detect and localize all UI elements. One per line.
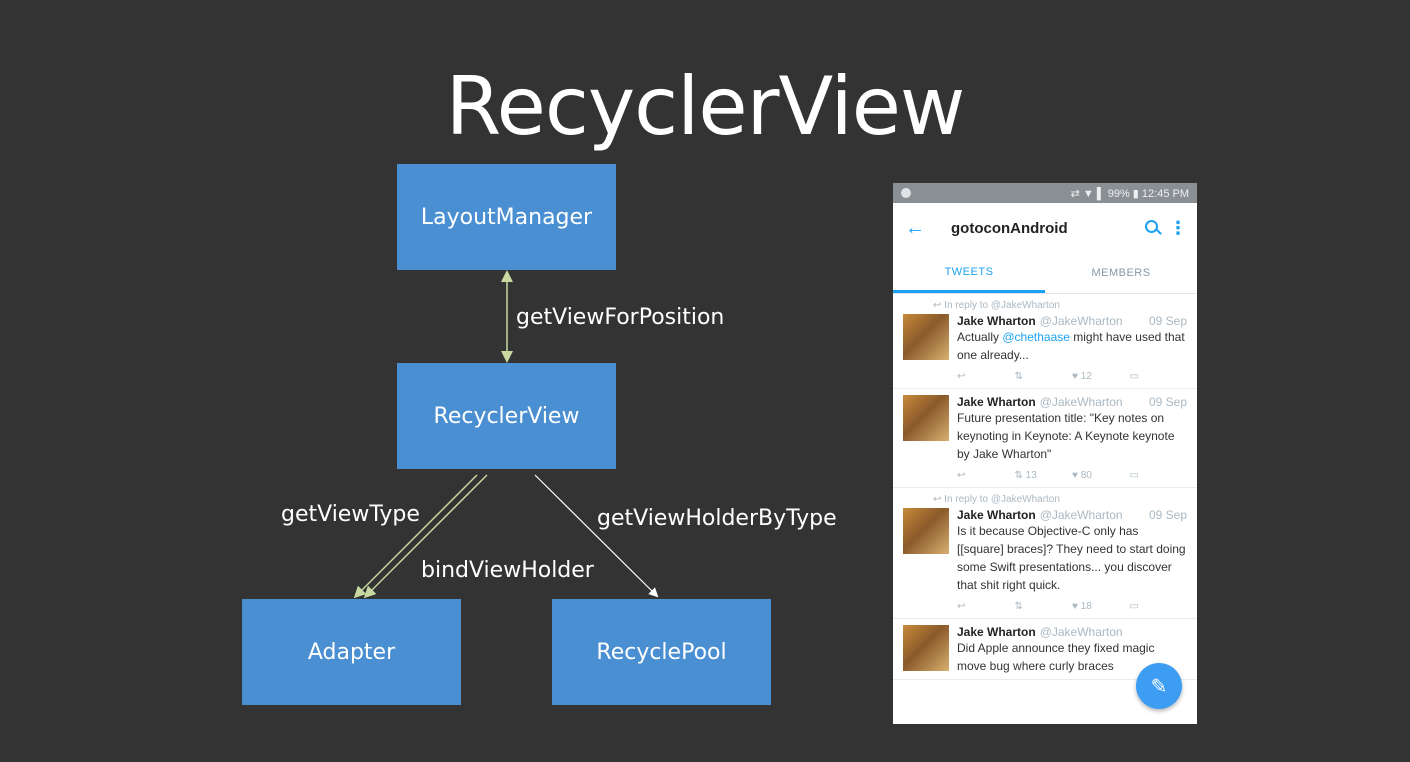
- message-icon[interactable]: ▭: [1129, 469, 1139, 481]
- avatar[interactable]: [903, 314, 949, 360]
- like-count: 80: [1080, 469, 1092, 481]
- heart-icon[interactable]: ♥ 12: [1072, 370, 1092, 382]
- status-icons: ⇄ ▼ ▌ 99% ▮: [1070, 187, 1139, 200]
- slide-title: RecyclerView: [445, 60, 966, 153]
- tweet-actions: ↩ ⇅ ♥ 18 ▭: [957, 598, 1187, 614]
- tweet-text: Actually @chethaase might have used that…: [957, 328, 1187, 364]
- like-count: 12: [1080, 370, 1092, 382]
- tweet-text: Future presentation title: "Key notes on…: [957, 411, 1175, 461]
- tweet-handle: @JakeWharton: [1039, 625, 1123, 639]
- node-adapter: Adapter: [242, 599, 461, 705]
- tweet-text-end: might have used that one already...: [957, 330, 1185, 362]
- edge-label-getviewtype: getViewType: [281, 502, 420, 527]
- tab-bar: TWEETS MEMBERS: [893, 253, 1197, 294]
- message-icon[interactable]: ▭: [1129, 370, 1139, 382]
- compose-icon[interactable]: ✎: [1136, 663, 1182, 709]
- tweet-author: Jake Wharton: [957, 625, 1036, 639]
- tweet-date: 09 Sep: [1148, 395, 1187, 409]
- avatar[interactable]: [903, 395, 949, 441]
- status-bar: ⇄ ▼ ▌ 99% ▮ 12:45 PM: [893, 183, 1197, 203]
- more-vert-icon[interactable]: ⋮: [1169, 217, 1187, 238]
- retweet-icon[interactable]: ⇅: [1014, 370, 1023, 382]
- tweet-handle: @JakeWharton: [1039, 395, 1123, 409]
- phone-screenshot: ⇄ ▼ ▌ 99% ▮ 12:45 PM ← gotoconAndroid ⋮ …: [893, 183, 1197, 724]
- node-recyclerview: RecyclerView: [397, 363, 616, 469]
- search-icon[interactable]: [1141, 218, 1169, 238]
- edge-label-getviewforposition: getViewForPosition: [516, 305, 725, 330]
- tweet-text: Is it because Objective-C only has [[squ…: [957, 524, 1186, 592]
- reply-context-text: In reply to @JakeWharton: [944, 300, 1060, 311]
- avatar[interactable]: [903, 508, 949, 554]
- status-right: ⇄ ▼ ▌ 99% ▮ 12:45 PM: [1071, 187, 1189, 200]
- heart-icon[interactable]: ♥ 80: [1072, 469, 1092, 481]
- tweet-actions: ↩ ⇅ 13 ♥ 80 ▭: [957, 467, 1187, 483]
- node-recyclepool: RecyclePool: [552, 599, 771, 705]
- tweet-item[interactable]: Jake Wharton @JakeWharton 09 Sep Future …: [893, 389, 1197, 488]
- node-layoutmanager: LayoutManager: [397, 164, 616, 270]
- reply-icon[interactable]: ↩: [957, 370, 966, 382]
- arrow-getviewholderbytype: [534, 474, 659, 598]
- reply-context-text: In reply to @JakeWharton: [944, 494, 1060, 505]
- toolbar-title: gotoconAndroid: [951, 219, 1068, 237]
- tweet-author: Jake Wharton: [957, 314, 1036, 328]
- notification-icon: [901, 188, 911, 198]
- tweet-date: 09 Sep: [1148, 508, 1187, 522]
- tweet-text: Did Apple announce they fixed magic move…: [957, 641, 1155, 673]
- reply-context: ↩ In reply to @JakeWharton: [933, 300, 1060, 311]
- tweet-mention[interactable]: @chethaase: [1002, 330, 1070, 344]
- app-toolbar: ← gotoconAndroid ⋮: [893, 203, 1197, 253]
- message-icon[interactable]: ▭: [1129, 600, 1139, 612]
- edge-label-bindviewholder: bindViewHolder: [421, 558, 594, 583]
- tab-members[interactable]: MEMBERS: [1091, 267, 1151, 279]
- tweet-item[interactable]: Jake Wharton @JakeWharton Did Apple anno…: [893, 619, 1197, 680]
- tweet-text-start: Actually: [957, 330, 1003, 344]
- retweet-icon[interactable]: ⇅: [1014, 600, 1023, 612]
- arrow-bindviewholder: [363, 474, 488, 599]
- like-count: 18: [1080, 600, 1092, 612]
- tab-tweets[interactable]: TWEETS: [893, 253, 1045, 293]
- reply-icon[interactable]: ↩: [957, 469, 966, 481]
- edge-label-getviewholderbytype: getViewHolderByType: [597, 506, 837, 531]
- tweet-handle: @JakeWharton: [1039, 314, 1123, 328]
- arrow-left-icon[interactable]: ←: [905, 216, 925, 239]
- avatar[interactable]: [903, 625, 949, 671]
- tweet-handle: @JakeWharton: [1039, 508, 1123, 522]
- tweet-actions: ↩ ⇅ ♥ 12 ▭: [957, 368, 1187, 384]
- status-time: 12:45 PM: [1141, 187, 1189, 200]
- retweet-icon[interactable]: ⇅ 13: [1014, 469, 1037, 481]
- tweet-item[interactable]: ↩ In reply to @JakeWharton Jake Wharton …: [893, 294, 1197, 389]
- tweet-author: Jake Wharton: [957, 395, 1036, 409]
- reply-context: ↩ In reply to @JakeWharton: [933, 494, 1060, 505]
- retweet-count: 13: [1025, 469, 1037, 481]
- reply-icon[interactable]: ↩: [957, 600, 966, 612]
- arrow-getviewtype: [353, 474, 478, 599]
- heart-icon[interactable]: ♥ 18: [1072, 600, 1092, 612]
- tweet-date: 09 Sep: [1148, 314, 1187, 328]
- tweet-item[interactable]: ↩ In reply to @JakeWharton Jake Wharton …: [893, 488, 1197, 619]
- tweet-author: Jake Wharton: [957, 508, 1036, 522]
